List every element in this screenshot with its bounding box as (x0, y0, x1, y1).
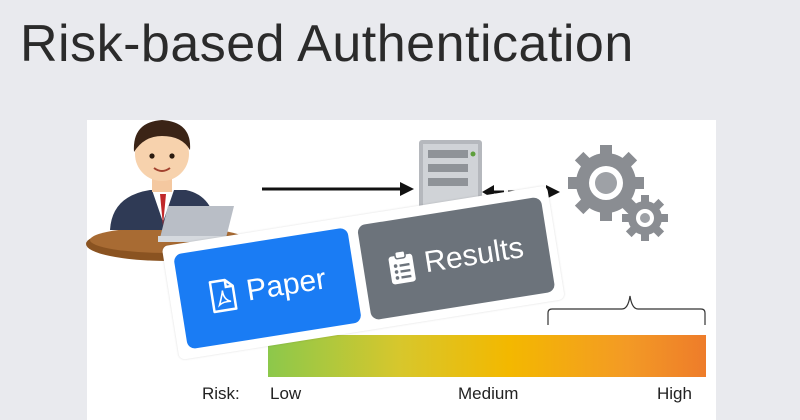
request-arrow (262, 182, 414, 196)
user-at-laptop-icon (86, 120, 250, 261)
button-group: Paper Results (161, 185, 565, 361)
risk-axis-label: Risk: (202, 384, 240, 403)
slide-title: Risk-based Authentication (20, 15, 634, 73)
results-button-label: Results (421, 231, 526, 280)
pdf-file-icon (208, 278, 238, 314)
paper-button-label: Paper (244, 262, 329, 308)
risk-medium-label: Medium (458, 384, 519, 403)
link-buttons-overlay: Paper Results (161, 185, 571, 394)
risk-gradient-bar (268, 335, 706, 377)
paper-button[interactable]: Paper (173, 227, 362, 350)
risk-low-label: Low (270, 384, 302, 403)
results-button[interactable]: Results (356, 196, 556, 321)
gears-icon (568, 145, 668, 241)
bracket-icon (547, 295, 706, 325)
clipboard-list-icon (388, 250, 416, 285)
risk-high-label: High (657, 384, 692, 403)
